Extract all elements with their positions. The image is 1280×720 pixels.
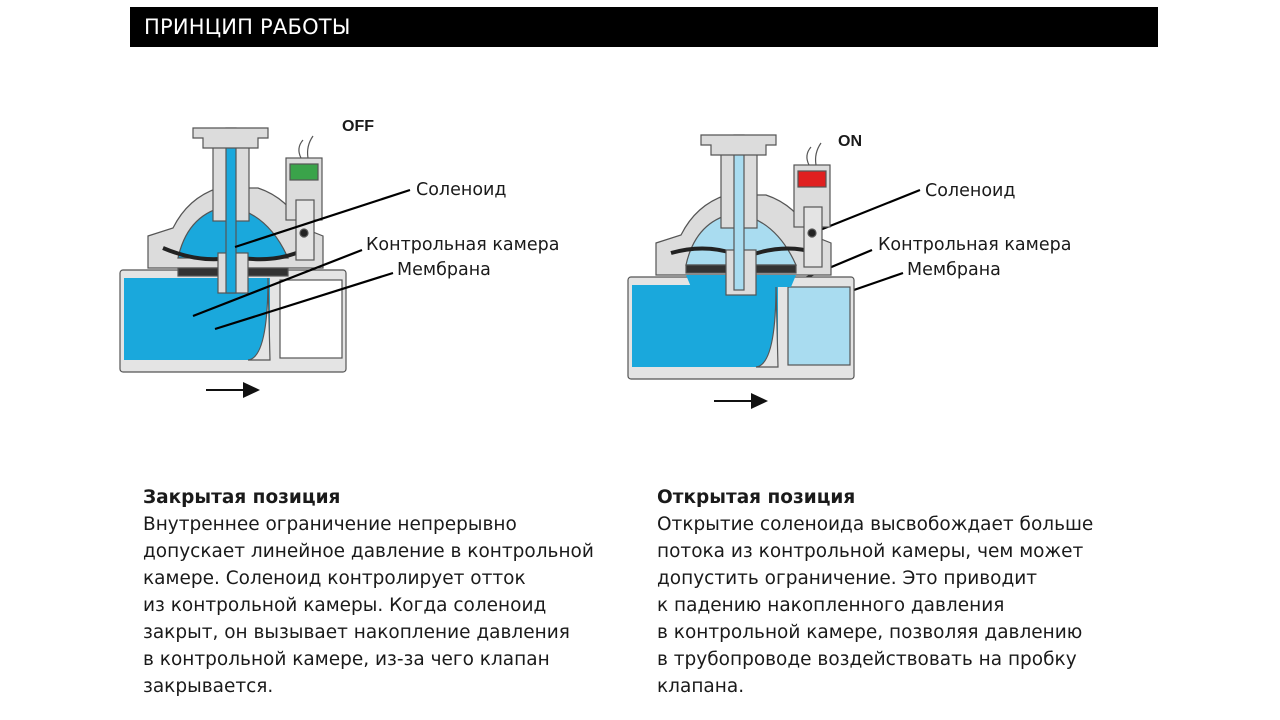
- text-line: потока из контрольной камеры, чем может: [657, 541, 1084, 562]
- valve-diagram-open: [627, 134, 855, 409]
- text-line: из контрольной камеры. Когда соленоид: [143, 595, 547, 616]
- section-title: ПРИНЦИП РАБОТЫ: [144, 15, 351, 39]
- label-solenoid: Соленоид: [925, 181, 1016, 201]
- section-header: ПРИНЦИП РАБОТЫ: [130, 7, 1158, 47]
- text-line: допустить ограничение. Это приводит: [657, 568, 1038, 589]
- text-line: клапана.: [657, 676, 745, 697]
- label-solenoid: Соленоид: [416, 180, 507, 200]
- label-membrane: Мембрана: [397, 260, 491, 280]
- label-control-chamber: Контрольная камера: [878, 235, 1072, 255]
- text-line: к падению накопленного давления: [657, 595, 1005, 616]
- text-line: закрывается.: [143, 676, 274, 697]
- closed-position-description: Закрытая позиция Внутреннее ограничение …: [143, 484, 633, 700]
- text-line: камере. Соленоид контролирует отток: [143, 568, 526, 589]
- text-line: допускает линейное давление в контрольно…: [143, 541, 594, 562]
- state-label-off: OFF: [342, 118, 374, 135]
- flow-arrow-icon: [714, 393, 768, 409]
- label-membrane: Мембрана: [907, 260, 1001, 280]
- text-line: Внутреннее ограничение непрерывно: [143, 514, 517, 535]
- text-line: закрыт, он вызывает накопление давления: [143, 622, 570, 643]
- text-line: в контрольной камере, позволяя давлению: [657, 622, 1083, 643]
- open-position-description: Открытая позиция Открытие соленоида высв…: [657, 484, 1147, 700]
- state-label-on: ON: [838, 133, 862, 150]
- valve-diagram-closed: [119, 127, 347, 398]
- flow-arrow-icon: [206, 382, 260, 398]
- text-line: в контрольной камере, из-за чего клапан: [143, 649, 550, 670]
- label-control-chamber: Контрольная камера: [366, 235, 560, 255]
- text-line: Открытие соленоида высвобождает больше: [657, 514, 1094, 535]
- open-position-title: Открытая позиция: [657, 487, 856, 508]
- text-line: в трубопроводе воздействовать на пробку: [657, 649, 1077, 670]
- closed-position-title: Закрытая позиция: [143, 487, 341, 508]
